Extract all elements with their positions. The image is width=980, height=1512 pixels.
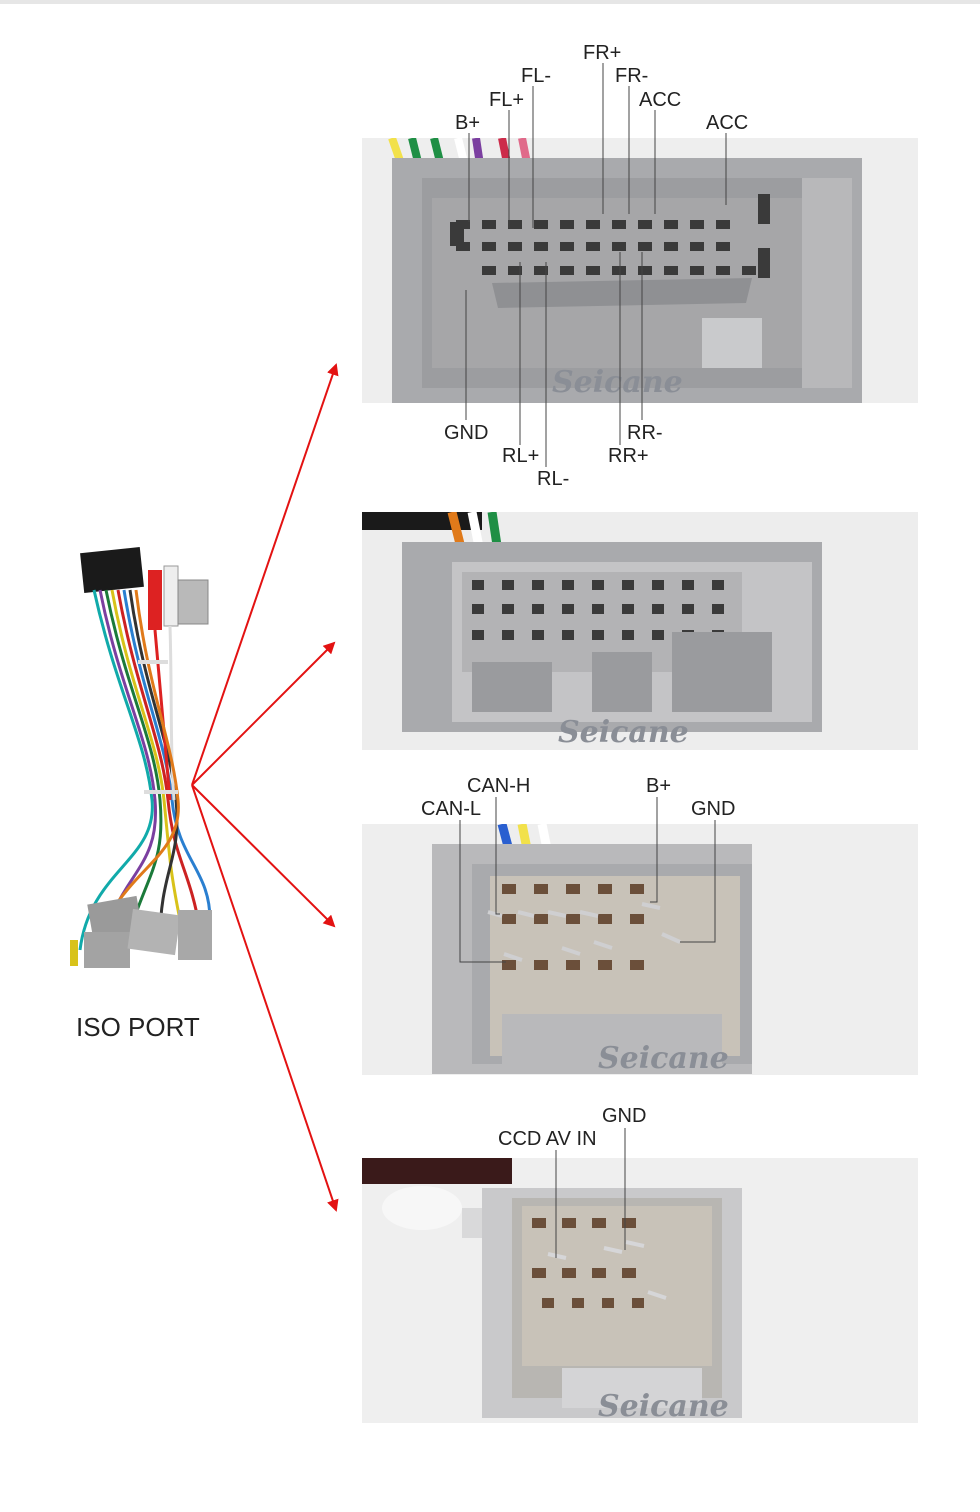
watermark-2: Seicane <box>558 715 689 750</box>
label-ccd-av-in: CCD AV IN <box>498 1128 597 1150</box>
label-fr-minus: FR- <box>615 65 649 87</box>
label-gnd-3: GND <box>691 798 736 820</box>
watermark-1: Seicane <box>552 365 683 400</box>
label-rr-plus: RR+ <box>608 445 649 467</box>
iso-harness-image <box>60 540 230 980</box>
top-divider <box>0 0 980 4</box>
label-b-plus-3: B+ <box>646 775 672 797</box>
connector-2-image: Seicane <box>362 512 918 750</box>
label-gnd-1: GND <box>444 422 489 444</box>
connector-4-image: Seicane <box>362 1158 918 1423</box>
label-fr-plus: FR+ <box>583 42 622 64</box>
label-rr-minus: RR- <box>627 422 663 444</box>
label-b-plus-1: B+ <box>455 112 481 134</box>
label-acc-2: ACC <box>706 112 749 134</box>
label-can-h: CAN-H <box>467 775 531 797</box>
label-gnd-4: GND <box>602 1105 647 1127</box>
label-acc-1: ACC <box>639 89 682 111</box>
label-rl-minus: RL- <box>537 468 570 490</box>
iso-port-label: ISO PORT <box>76 1012 200 1042</box>
label-rl-plus: RL+ <box>502 445 540 467</box>
arrow-to-connector-4 <box>191 784 339 1212</box>
label-fl-minus: FL- <box>521 65 551 87</box>
label-can-l: CAN-L <box>421 798 482 820</box>
watermark-3: Seicane <box>598 1041 729 1075</box>
arrow-to-connector-2 <box>191 641 336 786</box>
arrow-to-connector-1 <box>191 363 339 786</box>
watermark-4: Seicane <box>598 1389 729 1423</box>
connector-3-image: Seicane <box>362 824 918 1075</box>
label-fl-plus: FL+ <box>489 89 525 111</box>
arrow-to-connector-3 <box>191 784 336 928</box>
